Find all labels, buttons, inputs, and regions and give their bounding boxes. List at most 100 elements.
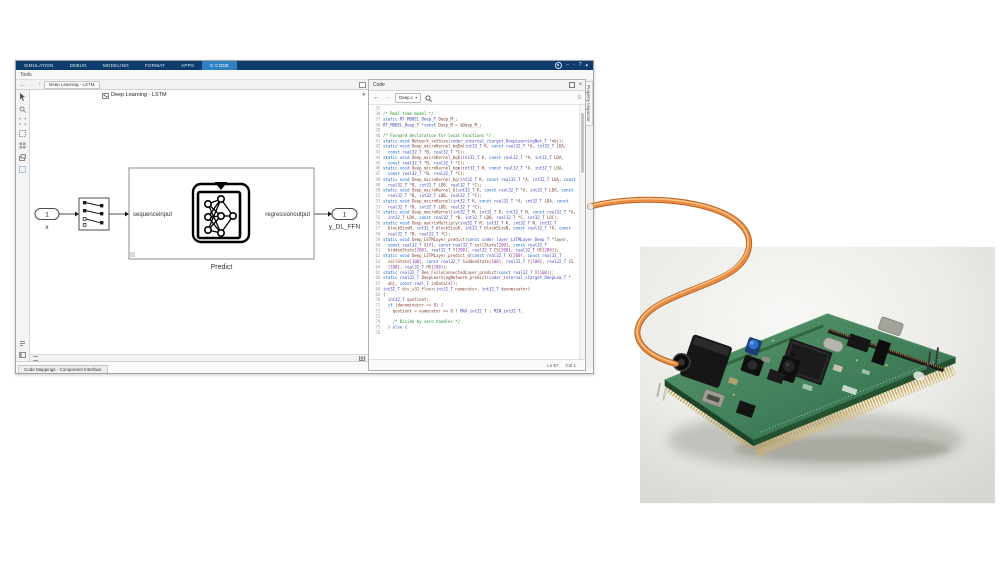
minimize-icon[interactable]: – <box>566 62 569 68</box>
code-line: 47 const real32_T *B, real32_T *C); <box>375 171 465 177</box>
code-scrollbar[interactable] <box>579 105 585 359</box>
small-chip <box>846 333 872 353</box>
undock-icon[interactable] <box>569 82 576 88</box>
toolstrip-tab-format[interactable]: FORMAT <box>144 63 166 68</box>
stm32-discovery-board-photo <box>640 246 995 504</box>
code-line: 36/* Real-time model */ <box>375 111 434 117</box>
code-line: 53 real32_T *B, int32_T LDB, real32_T *C… <box>375 204 482 210</box>
canvas-model-title[interactable]: Deep Learning - LSTM <box>111 92 167 98</box>
code-status-bar: Ln 67 Col 1 <box>369 359 585 370</box>
code-line: 57 blockSizeM, int32_T blockSizeK, int32… <box>375 226 571 232</box>
toolstrip-tabs: SIMULATION DEBUG MODELING FORMAT APPS C CODE <box>16 61 238 70</box>
back-icon[interactable]: ← <box>373 94 380 101</box>
small-chip <box>735 400 756 418</box>
diagram-canvas[interactable]: 1 x <box>30 100 369 355</box>
inport-block-x[interactable]: 1 x <box>34 208 60 232</box>
back-icon[interactable]: ← <box>20 81 26 88</box>
panel-toggle-icon[interactable] <box>19 351 27 359</box>
toolstrip-tab-debug[interactable]: DEBUG <box>69 63 87 68</box>
code-line: 35 <box>375 106 381 112</box>
breadcrumb-bar: ← → ↑ Deep Learning - LSTM <box>16 80 372 90</box>
code-line: 39 <box>375 128 381 133</box>
status-line: Ln 67 <box>547 362 559 368</box>
board-photo <box>640 245 995 505</box>
code-panel-toolbar: ← → Deep.c ▾ ≡ <box>369 91 585 105</box>
collapse-left-icon[interactable] <box>19 339 27 347</box>
code-panel-header: Code × <box>369 80 585 91</box>
cursor-icon[interactable] <box>19 93 27 101</box>
code-line: 75 } else { <box>375 325 408 330</box>
chevron-down-icon[interactable]: ▾ <box>362 92 365 98</box>
close-icon[interactable]: × <box>578 82 582 88</box>
toolstrip-tab-c-code[interactable]: C CODE <box>202 61 238 70</box>
code-line: 60 const real32_T X[4], const real32_T c… <box>375 243 547 248</box>
layers-icon[interactable] <box>19 153 27 161</box>
model-canvas-area: Deep Learning - LSTM ▾ <box>30 90 370 362</box>
up-icon[interactable]: ↑ <box>38 81 41 88</box>
search-icon[interactable] <box>425 89 433 107</box>
toolstrip-tab-simulation[interactable]: SIMULATION <box>24 63 54 68</box>
fit-view-icon[interactable] <box>19 117 27 125</box>
st-logo <box>913 371 925 381</box>
lstm-network-icon <box>191 182 251 244</box>
toolstrip-tab-modeling[interactable]: MODELING <box>102 63 129 68</box>
zoom-icon[interactable] <box>19 105 27 113</box>
toolstrip-tools-row: Tools <box>16 70 593 80</box>
breadcrumb[interactable]: Deep Learning - LSTM <box>44 80 100 89</box>
predict-subsystem-block[interactable]: sequenceinput regressionoutput <box>128 167 315 271</box>
grid-view-icon[interactable] <box>19 141 27 149</box>
code-line: 61 hiddenState[200], real32_T Y[200], re… <box>375 248 559 254</box>
toolstrip-tab-apps[interactable]: APPS <box>181 63 195 68</box>
outport-block-y[interactable]: 1 y_DL_FFN <box>329 208 361 231</box>
small-chip <box>766 368 786 385</box>
file-dropdown[interactable]: Deep.c ▾ <box>395 92 422 103</box>
help-icon[interactable]: ? <box>578 62 582 68</box>
annotation-icon[interactable] <box>19 165 27 173</box>
window-icon[interactable]: ▫ <box>572 62 575 68</box>
code-line: 43 const real32_T *B, real32_T *C); <box>375 150 465 155</box>
zoom-region-icon[interactable] <box>19 129 27 137</box>
grid-icon[interactable] <box>359 356 365 361</box>
menu-icon[interactable]: ≡ <box>577 94 581 101</box>
crystal-oscillator <box>822 337 844 353</box>
user-icon[interactable] <box>555 62 563 69</box>
canvas-palette <box>16 90 30 362</box>
metal-component <box>878 316 904 336</box>
scrollbar-thumb[interactable] <box>581 113 584 173</box>
mini-usb-connector <box>701 389 726 408</box>
forward-icon[interactable]: → <box>384 94 391 101</box>
wire-arrowhead <box>75 211 79 217</box>
collapse-ribbon-icon[interactable]: ▴ <box>585 62 588 68</box>
code-line: 51 real32_T *B, int32_T LDB, real32_T *C… <box>375 193 482 199</box>
code-line: 72 quotient = numerator >= 0 ? MAX_int32… <box>375 308 523 314</box>
model-icon <box>102 86 109 104</box>
selector-block[interactable] <box>78 197 110 231</box>
code-line: 63 cellState[100], const real32_T hidden… <box>375 259 574 265</box>
svg-text:1: 1 <box>343 212 347 219</box>
code-line: 45 const real32_T *B, real32_T *C); <box>375 161 465 166</box>
panel-collapse-icon[interactable] <box>33 356 38 361</box>
tab-code-mappings[interactable]: Code Mappings - Component Interface <box>18 365 108 373</box>
code-panel: Code × ← → Deep.c ▾ ≡ 35 36/* Real-time … <box>368 79 586 371</box>
wire-arrowhead <box>328 211 332 217</box>
code-line: 55 int32_T LDA, const real32_T *B, int32… <box>375 215 559 221</box>
canvas-bottom-strip <box>30 354 369 362</box>
wire-arrowhead <box>125 211 129 217</box>
forward-icon[interactable]: → <box>29 81 35 88</box>
open-window-icon[interactable] <box>359 81 366 88</box>
status-col: Col 1 <box>565 362 576 368</box>
inport-label: x <box>45 224 49 231</box>
chevron-down-icon: ▾ <box>415 95 418 100</box>
